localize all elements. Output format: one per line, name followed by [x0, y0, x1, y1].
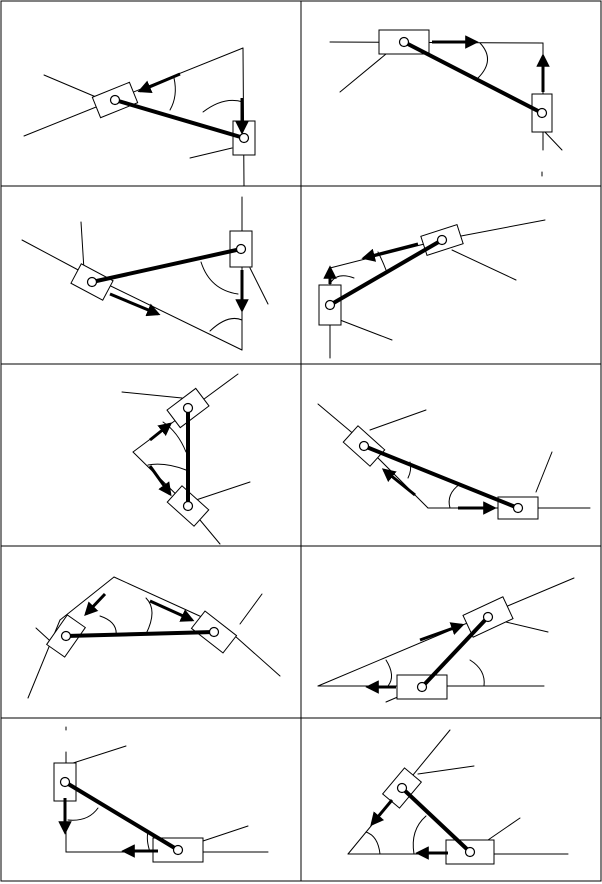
angle-arc [385, 659, 392, 687]
leader-line [249, 267, 269, 305]
guide-line [43, 74, 97, 98]
panel-4 [318, 219, 546, 359]
connecting-rod [328, 238, 444, 307]
leader-line [417, 765, 475, 775]
pin-joint [512, 502, 524, 514]
velocity-arrow [109, 292, 161, 317]
leader-line [535, 451, 553, 493]
angle-arc [200, 261, 239, 295]
leader-line [195, 481, 251, 501]
pin-joint [208, 626, 220, 638]
velocity-arrow [148, 465, 172, 497]
leader-line [80, 221, 85, 271]
velocity-arrow [361, 242, 419, 262]
angle-arc [209, 317, 243, 332]
angle-arc [365, 831, 381, 855]
guide-line [199, 373, 239, 403]
angle-arc [477, 42, 488, 79]
velocity-arrow [370, 799, 394, 827]
angle-arc [147, 463, 187, 471]
leader-line [487, 817, 521, 841]
pin-joint [464, 846, 476, 858]
connecting-rod [64, 630, 216, 638]
pin-joint [396, 782, 408, 794]
panel-8 [317, 577, 575, 703]
guide-line [59, 576, 115, 621]
connecting-rod [63, 780, 180, 852]
pin-joint [235, 243, 247, 255]
leader-line [339, 53, 387, 93]
angle-arc [412, 815, 427, 855]
angle-arc [469, 659, 485, 687]
leader-line [505, 621, 549, 633]
velocity-arrow [137, 72, 181, 93]
connecting-rod [362, 444, 520, 510]
pin-joint [482, 611, 494, 623]
angle-arc [145, 597, 153, 635]
angle-arc [448, 483, 461, 509]
connecting-rod [90, 247, 243, 284]
panel-5 [121, 373, 251, 545]
pin-joint [182, 500, 194, 512]
angle-arc [67, 807, 99, 821]
leader-line [199, 825, 249, 843]
pin-joint [238, 132, 250, 144]
leader-line [239, 593, 263, 625]
pin-joint [172, 844, 184, 856]
pin-joint [536, 107, 548, 119]
leader-line [369, 409, 427, 431]
leader-line [69, 745, 127, 765]
angle-arc [202, 99, 244, 113]
leader-line [189, 147, 233, 159]
panel-10 [347, 729, 569, 865]
pin-joint [59, 776, 71, 788]
panel-2 [329, 29, 563, 177]
guide-line [21, 239, 83, 273]
velocity-arrow [149, 422, 173, 442]
velocity-arrow [419, 622, 465, 642]
pin-joint [60, 630, 72, 642]
connecting-rod [400, 786, 472, 854]
pin-joint [86, 276, 98, 288]
pin-joint [416, 681, 428, 693]
connecting-rod [113, 98, 246, 140]
connecting-rod [420, 615, 490, 689]
panel-7 [27, 576, 281, 699]
panel-1 [23, 47, 256, 187]
pin-joint [324, 299, 336, 311]
guide-line [317, 403, 357, 437]
pin-joint [436, 234, 448, 246]
connecting-rod [402, 40, 544, 115]
pin-joint [182, 402, 194, 414]
velocity-arrow [381, 468, 416, 497]
leader-line [542, 129, 563, 151]
angle-arc [330, 275, 355, 283]
leader-line [121, 391, 183, 399]
pin-joint [398, 36, 410, 48]
leader-line [451, 249, 517, 281]
velocity-arrow [149, 599, 195, 622]
velocity-arrow [84, 592, 107, 616]
panel-9 [53, 726, 269, 863]
pin-joint [109, 94, 121, 106]
leader-line [339, 319, 393, 341]
pin-joint [358, 440, 370, 452]
angle-arc [169, 77, 176, 111]
panel-3 [21, 196, 269, 351]
panel-6 [317, 403, 591, 520]
